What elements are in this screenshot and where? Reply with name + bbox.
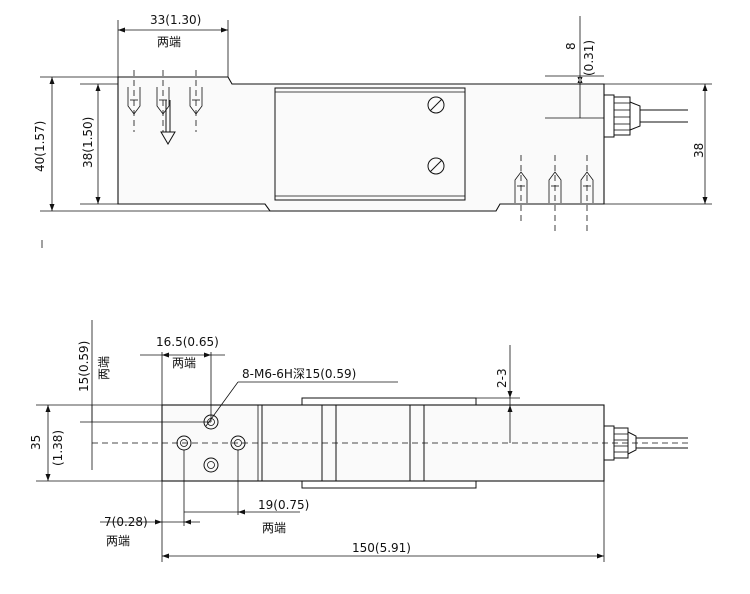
dim-height-38: 38(1.50) [81, 117, 95, 168]
load-arrow-icon [160, 100, 176, 145]
dim-031: (0.31) [582, 40, 596, 76]
side-view-pocket [274, 87, 466, 201]
dim-hole-spacing-note: 两端 [172, 356, 196, 370]
mounting-hole-icon [203, 457, 219, 473]
dim-7: 7(0.28) [104, 515, 148, 529]
dim-length-150: 150(5.91) [352, 541, 411, 555]
dim-left-15-note: 两端 [97, 356, 111, 380]
screw-icon [427, 96, 445, 114]
dim-19-note: 两端 [262, 521, 286, 535]
dim-19: 19(0.75) [258, 498, 309, 512]
threaded-hole-left [127, 70, 203, 132]
dim-top-width: 33(1.30) [150, 13, 201, 27]
dim-width-35-in: (1.38) [51, 430, 65, 466]
dim-cable-38: 38 [692, 143, 706, 158]
dim-width-35: 35 [29, 435, 43, 450]
cable-gland-icon [603, 94, 688, 138]
dim-8: 8 [564, 42, 578, 50]
cable-gland-icon [603, 425, 688, 461]
side-view-body [117, 76, 605, 212]
screw-icon [427, 157, 445, 175]
side-view: 33(1.30) 两端 8 (0.31) 40(1.57) 38(1.50) 3… [33, 13, 712, 248]
dim-top-width-note: 两端 [157, 35, 181, 49]
plan-view: 16.5(0.65) 两端 15(0.59) 两端 8-M6-6H深15(0.5… [29, 320, 690, 562]
dim-7-note: 两端 [106, 534, 130, 548]
threaded-hole-right [514, 155, 594, 232]
dim-left-15: 15(0.59) [77, 341, 91, 392]
dim-height-40: 40(1.57) [33, 121, 47, 172]
dim-hole-spacing: 16.5(0.65) [156, 335, 219, 349]
dim-gap-2-3: 2-3 [495, 368, 509, 388]
thread-note: 8-M6-6H深15(0.59) [242, 367, 356, 381]
